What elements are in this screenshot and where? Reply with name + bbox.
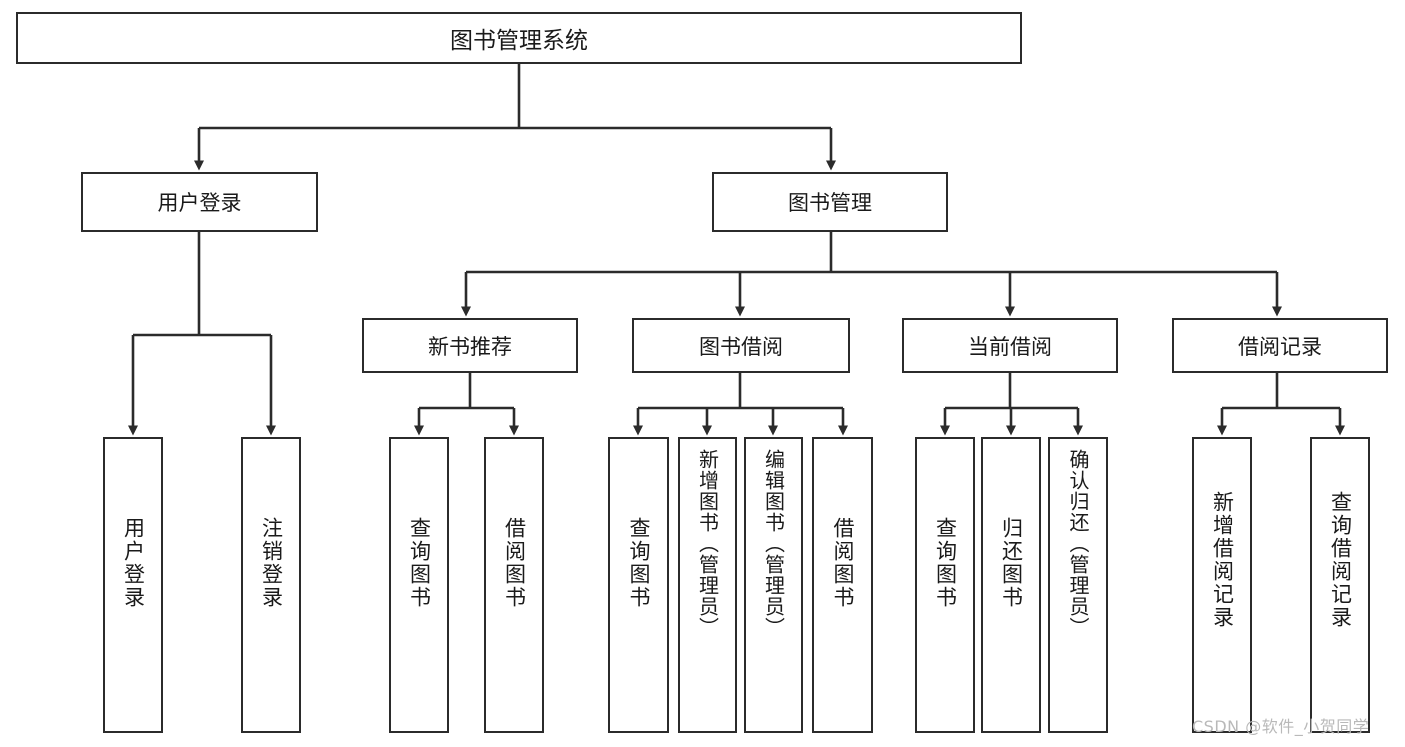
node-label: 新书推荐: [428, 334, 512, 359]
leaf-label: 新增图书（管理员）: [695, 449, 720, 638]
leaf-label: 查询图书: [627, 517, 651, 609]
node-current-borrow[interactable]: 当前借阅: [902, 318, 1118, 373]
leaf-label: 查询图书: [407, 517, 432, 609]
leaf-user-login[interactable]: 用户登录: [103, 437, 163, 733]
leaf-label: 查询借阅记录: [1328, 491, 1353, 629]
leaf-label: 归还图书: [999, 517, 1024, 609]
leaf-label: 确认归还（管理员）: [1066, 449, 1090, 638]
node-borrow-record[interactable]: 借阅记录: [1172, 318, 1388, 373]
node-label: 用户登录: [157, 191, 242, 215]
leaf-query-book-recommend[interactable]: 查询图书: [389, 437, 449, 733]
leaf-label: 借阅图书: [502, 517, 527, 609]
leaf-borrow-book[interactable]: 借阅图书: [812, 437, 873, 733]
node-book-borrow[interactable]: 图书借阅: [632, 318, 850, 373]
leaf-query-book-current[interactable]: 查询图书: [915, 437, 975, 733]
node-label: 图书借阅: [699, 334, 783, 359]
leaf-confirm-return-admin[interactable]: 确认归还（管理员）: [1048, 437, 1108, 733]
leaf-query-book-borrow[interactable]: 查询图书: [608, 437, 669, 733]
node-label: 借阅记录: [1238, 334, 1322, 359]
leaf-label: 编辑图书（管理员）: [761, 449, 786, 638]
leaf-add-borrow-record[interactable]: 新增借阅记录: [1192, 437, 1252, 733]
node-label: 图书管理系统: [450, 28, 588, 54]
leaf-label: 借阅图书: [831, 517, 855, 609]
leaf-edit-book-admin[interactable]: 编辑图书（管理员）: [744, 437, 803, 733]
node-root-book-management-system[interactable]: 图书管理系统: [16, 12, 1022, 64]
node-book-management[interactable]: 图书管理: [712, 172, 948, 232]
node-user-login[interactable]: 用户登录: [81, 172, 318, 232]
leaf-query-borrow-record[interactable]: 查询借阅记录: [1310, 437, 1370, 733]
leaf-label: 注销登录: [259, 517, 284, 609]
leaf-borrow-book-recommend[interactable]: 借阅图书: [484, 437, 544, 733]
leaf-label: 用户登录: [121, 517, 146, 609]
node-new-book-recommend[interactable]: 新书推荐: [362, 318, 578, 373]
leaf-add-book-admin[interactable]: 新增图书（管理员）: [678, 437, 737, 733]
leaf-label: 查询图书: [933, 517, 958, 609]
node-label: 当前借阅: [968, 334, 1052, 359]
leaf-return-book[interactable]: 归还图书: [981, 437, 1041, 733]
leaf-logout[interactable]: 注销登录: [241, 437, 301, 733]
leaf-label: 新增借阅记录: [1210, 491, 1235, 629]
node-label: 图书管理: [788, 191, 872, 215]
csdn-watermark: CSDN @软件_小贺同学: [1192, 717, 1370, 736]
